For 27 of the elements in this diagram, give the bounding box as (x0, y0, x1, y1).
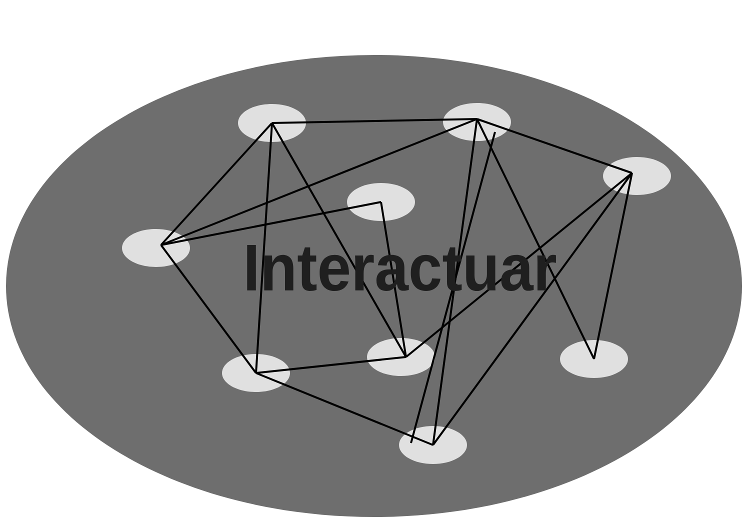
ellipse-node (367, 338, 435, 376)
connector-line (272, 118, 478, 124)
connector-line (380, 202, 407, 358)
ellipse-node (603, 157, 671, 195)
connector-line (160, 244, 257, 374)
connector-line (432, 172, 633, 446)
connector-line (255, 122, 273, 374)
ellipse-node (238, 104, 306, 142)
ellipse-area (6, 55, 742, 517)
connector-line (410, 132, 496, 444)
ellipse-node (399, 426, 467, 464)
connector-line (160, 122, 273, 246)
ellipse-node (560, 340, 628, 378)
connector-line (593, 172, 633, 360)
connector-line (405, 172, 633, 358)
ellipse-node (222, 354, 290, 392)
connector-line (160, 118, 478, 246)
connector-line (476, 118, 595, 360)
connector-line (256, 356, 406, 374)
connector-line (476, 118, 632, 174)
ellipse-node (443, 103, 511, 141)
ellipse-node (122, 229, 190, 267)
connector-line (432, 118, 478, 446)
connector-line (160, 201, 382, 246)
connector-line (256, 372, 434, 446)
connector-line (271, 122, 407, 358)
ellipse-node (347, 183, 415, 221)
